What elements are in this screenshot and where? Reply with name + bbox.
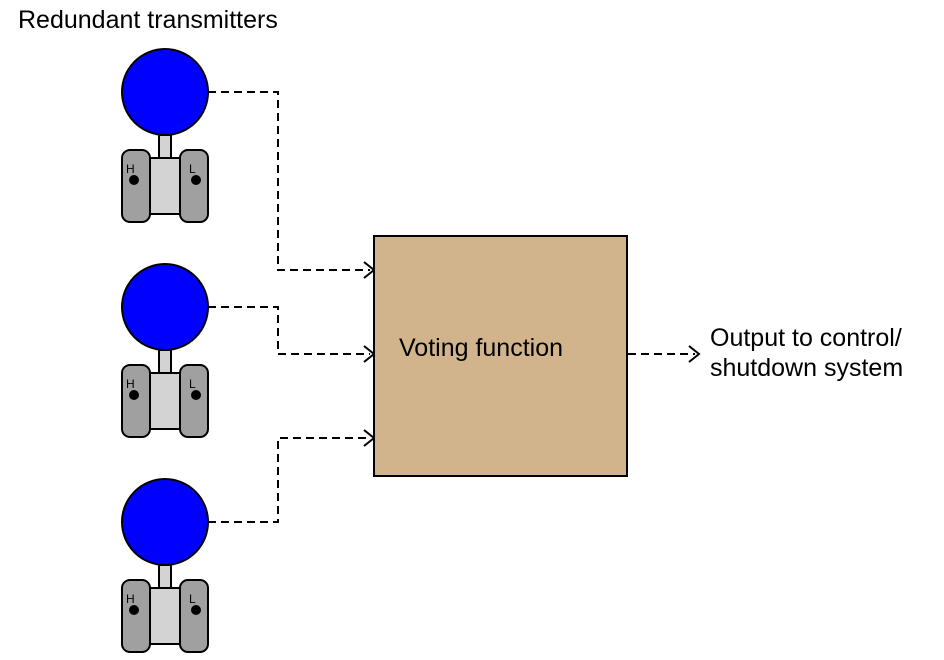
port-high-label: H — [126, 377, 135, 391]
port-low-label: L — [189, 592, 196, 606]
transmitter-1: H L — [121, 48, 209, 223]
port-high-label: H — [126, 162, 135, 176]
transmitter-3: H L — [121, 478, 209, 653]
port-high-label: H — [126, 592, 135, 606]
transmitter-2: H L — [121, 263, 209, 438]
signal-line-3 — [208, 437, 370, 523]
voting-function-block — [373, 235, 628, 477]
output-label-line-2: shutdown system — [710, 354, 904, 382]
diagram-title: Redundant transmitters — [18, 6, 278, 34]
output-label-line-1: Output to control/ — [710, 324, 902, 352]
voting-function-label: Voting function — [399, 334, 564, 362]
signal-line-2 — [208, 306, 370, 355]
port-low-label: L — [189, 162, 196, 176]
output-arrowhead — [688, 345, 701, 363]
signal-line-1 — [208, 91, 370, 271]
port-low-label: L — [189, 377, 196, 391]
